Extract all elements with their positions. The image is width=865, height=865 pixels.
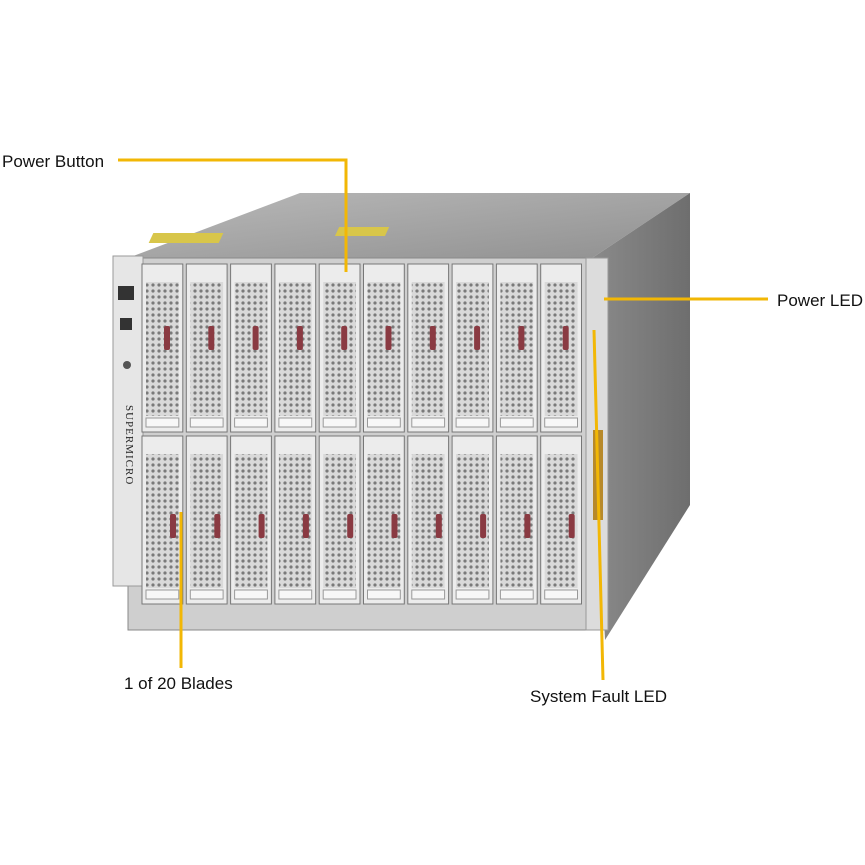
blade-release-handle [302, 514, 309, 538]
blade [318, 263, 361, 433]
blade-release-handle [524, 514, 531, 538]
blade-vent-mesh [146, 282, 179, 416]
blade-release-handle [429, 326, 436, 350]
blade-release-handle [480, 514, 487, 538]
brand-logo: SUPERMICRO [123, 405, 135, 486]
blade [141, 435, 184, 605]
blade-label-plate [145, 589, 180, 600]
blade-label-plate [455, 417, 490, 428]
status-led [123, 361, 131, 369]
power-button-label: Power Button [2, 152, 105, 171]
blade-release-handle [385, 326, 392, 350]
blade-vent-mesh [278, 282, 312, 416]
blade-label-plate [544, 589, 579, 600]
blade [230, 435, 272, 605]
blade-release-handle [347, 514, 354, 538]
power-led-label: Power LED [777, 291, 863, 310]
blade [495, 263, 538, 433]
top-warning-label [334, 227, 390, 236]
blade [363, 263, 405, 433]
blade [451, 263, 494, 433]
blade-label-plate [145, 417, 180, 428]
blade-release-handle [341, 326, 348, 350]
blade-release-handle [208, 326, 215, 350]
callout-lines [118, 158, 768, 681]
blade [141, 263, 184, 433]
blade-release-handle [391, 514, 398, 538]
fault-led-callout-line [592, 329, 605, 681]
blade-vent-mesh [234, 282, 268, 416]
blade-release-handle [562, 326, 569, 350]
blade-vent-mesh [367, 282, 401, 416]
blade-label-plate [234, 417, 268, 428]
blade-label-plate [499, 417, 534, 428]
blade-label-plate [455, 589, 490, 600]
blade [451, 435, 494, 605]
blade-label-plate [322, 417, 357, 428]
blade-label-plate [544, 417, 579, 428]
blade [318, 435, 361, 605]
blade-label-plate [322, 589, 357, 600]
blade-release-handle [170, 514, 176, 538]
blade-release-handle [474, 326, 481, 350]
blade [363, 435, 405, 605]
blade-label-plate [234, 589, 268, 600]
blade-label-plate [411, 589, 446, 600]
blade-label-plate [367, 417, 401, 428]
chassis-top [128, 193, 690, 262]
blade [495, 435, 538, 605]
ethernet-port [118, 286, 134, 300]
blade-vent-mesh [544, 282, 578, 416]
blade-label: 1 of 20 Blades [124, 674, 233, 693]
blade-release-handle [164, 326, 170, 350]
blade-vent-mesh [323, 282, 356, 416]
blade-release-handle [435, 514, 442, 538]
blade [185, 435, 228, 605]
blade-vent-mesh [456, 282, 489, 416]
blade [274, 435, 317, 605]
blade-vent-mesh [500, 282, 534, 416]
system-fault-led-label: System Fault LED [530, 687, 667, 706]
blade-vent-mesh [190, 282, 224, 416]
blade-release-handle [568, 514, 575, 538]
blade [407, 263, 450, 433]
blade-release-handle [296, 326, 303, 350]
left-control-panel [112, 255, 144, 587]
blade [540, 263, 583, 433]
blade [230, 263, 272, 433]
blade-label-plate [499, 589, 534, 600]
blade-label-plate [367, 589, 401, 600]
blade-release-handle [258, 514, 265, 538]
blade-release-handle [214, 514, 221, 538]
blade-label-plate [189, 417, 224, 428]
blade-release-handle [252, 326, 259, 350]
top-warning-label [148, 233, 224, 243]
blade-label-plate [278, 417, 313, 428]
power-button-callout-line [118, 158, 348, 272]
blade-release-handle [518, 326, 525, 350]
blade-array [141, 263, 583, 605]
blade [540, 435, 583, 605]
blade [407, 435, 450, 605]
blade-label-plate [189, 589, 224, 600]
blade-vent-mesh [411, 282, 445, 416]
chassis-side [586, 193, 690, 640]
blade-label-plate [278, 589, 313, 600]
blade [274, 263, 317, 433]
blade [185, 263, 228, 433]
blade-label-plate [411, 417, 446, 428]
usb-port [120, 318, 132, 330]
